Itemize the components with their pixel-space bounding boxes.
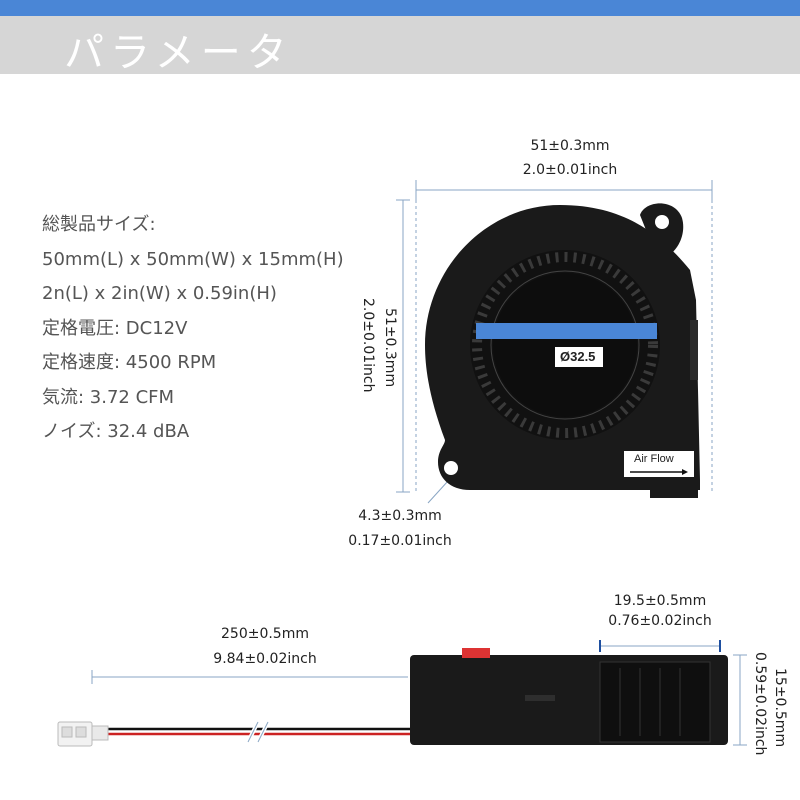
diameter-label: Ø32.5: [560, 349, 596, 364]
thickness-mm-label: 15±0.5mm: [772, 668, 788, 748]
dimension-lines-top: [396, 180, 713, 504]
page-title: パラメータ: [64, 30, 293, 76]
spec-line: 50mm(L) x 50mm(W) x 15mm(H): [42, 248, 344, 270]
cable-mm-label: 250±0.5mm: [221, 626, 309, 642]
spec-line: ノイズ: 32.4 dBA: [42, 421, 190, 442]
spec-line: 2n(L) x 2in(W) x 0.59in(H): [42, 283, 277, 304]
spec-line: 気流: 3.72 CFM: [42, 386, 175, 408]
hole-mm-label: 4.3±0.3mm: [358, 508, 442, 524]
cable-inch-label: 9.84±0.02inch: [213, 651, 317, 667]
thickness-inch-label: 0.59±0.02inch: [752, 652, 768, 756]
spec-line: 定格電圧: DC12V: [42, 317, 188, 339]
spec-line: 総製品サイズ:: [42, 214, 156, 235]
fan-side-view: [57, 648, 728, 747]
title-bar: [0, 16, 800, 74]
dimension-lines-side: [91, 640, 747, 746]
spec-list: 総製品サイズ: 50mm(L) x 50mm(W) x 15mm(H) 2n(L…: [42, 208, 382, 450]
width-inch-label: 2.0±0.01inch: [522, 162, 618, 178]
outlet-mm-label: 19.5±0.5mm: [613, 593, 707, 609]
width-mm-label: 51±0.3mm: [530, 138, 610, 154]
spec-line: 定格速度: 4500 RPM: [42, 352, 217, 373]
height-mm-label: 51±0.3mm: [382, 308, 398, 388]
top-accent-strip: [0, 0, 800, 16]
diameter-bar: [476, 323, 657, 339]
fan-top-view: [425, 203, 700, 498]
hole-inch-label: 0.17±0.01inch: [348, 533, 452, 549]
outlet-inch-label: 0.76±0.02inch: [608, 613, 712, 629]
airflow-label: Air Flow: [634, 453, 674, 465]
height-inch-label: 2.0±0.01inch: [360, 298, 376, 393]
